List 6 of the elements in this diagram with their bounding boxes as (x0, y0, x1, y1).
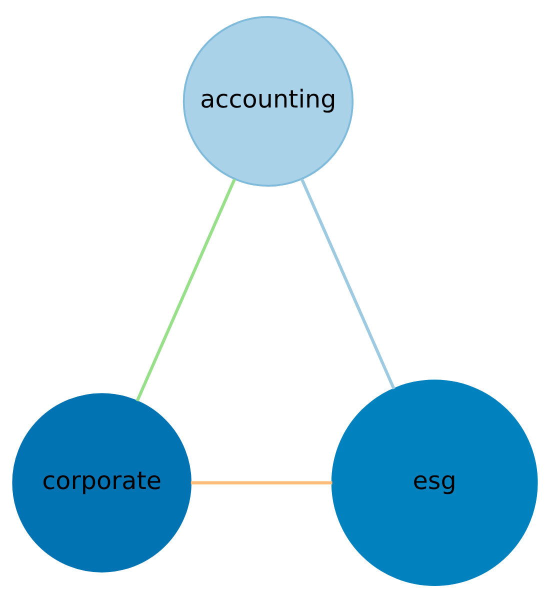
connector (300, 178, 396, 390)
node-circle: accounting (182, 16, 354, 187)
node-circle: esg (331, 380, 538, 586)
connector (190, 481, 332, 484)
node-circle: corporate (12, 393, 192, 572)
connector (136, 178, 236, 402)
